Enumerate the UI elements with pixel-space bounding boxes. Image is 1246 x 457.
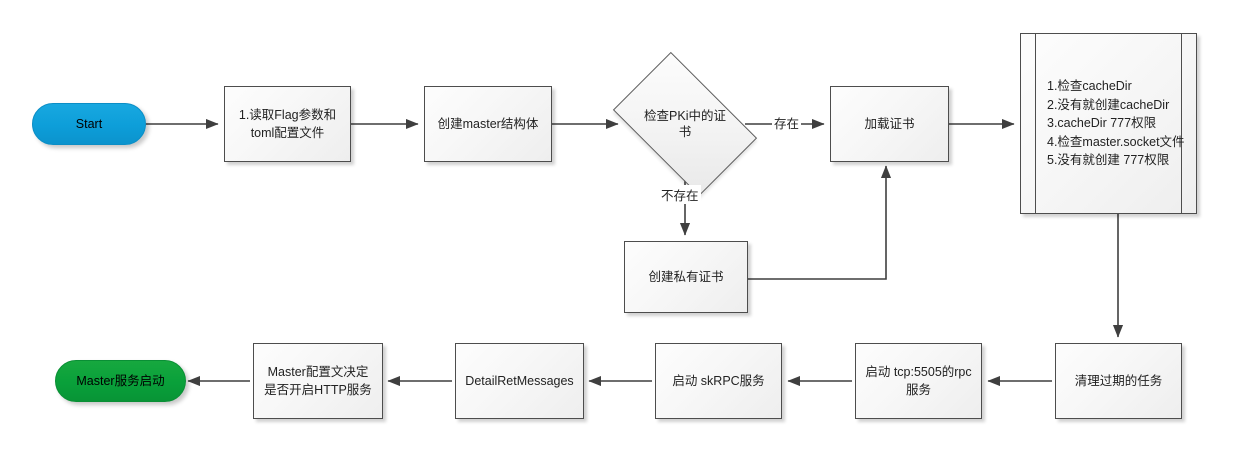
- edge-createcert-to-loadcert: [748, 165, 892, 280]
- node-check-pki-label: 检查PKi中的证 书: [644, 108, 726, 139]
- node-start-label: Start: [75, 116, 103, 131]
- node-create-private-cert[interactable]: 创建私有证书: [624, 241, 748, 313]
- node-master-http-label: Master配置文决定 是否开启HTTP服务: [264, 364, 372, 397]
- node-create-master[interactable]: 创建master结构体: [424, 86, 552, 162]
- node-detail-ret-messages-label: DetailRetMessages: [465, 373, 574, 388]
- node-start[interactable]: Start: [32, 103, 146, 145]
- node-clean-expired-label: 清理过期的任务: [1074, 373, 1163, 388]
- node-start-rpc[interactable]: 启动 tcp:5505的rpc 服务: [855, 343, 982, 419]
- node-start-rpc-label: 启动 tcp:5505的rpc 服务: [865, 364, 972, 397]
- node-master-started[interactable]: Master服务启动: [55, 360, 186, 402]
- node-load-cert[interactable]: 加载证书: [830, 86, 949, 162]
- node-master-http[interactable]: Master配置文决定 是否开启HTTP服务: [253, 343, 383, 419]
- node-start-skrpc-label: 启动 skRPC服务: [672, 373, 765, 388]
- edge-label-not-exists: 不存在: [659, 185, 701, 204]
- node-cachedir-steps-label: 1.检查cacheDir 2.没有就创建cacheDir 3.cacheDir …: [1047, 79, 1185, 168]
- node-load-cert-label: 加载证书: [864, 116, 915, 131]
- node-clean-expired[interactable]: 清理过期的任务: [1055, 343, 1182, 419]
- node-create-private-cert-label: 创建私有证书: [648, 269, 724, 284]
- node-read-flag-label: 1.读取Flag参数和 toml配置文件: [238, 107, 337, 140]
- node-start-skrpc[interactable]: 启动 skRPC服务: [655, 343, 782, 419]
- node-detail-ret-messages[interactable]: DetailRetMessages: [455, 343, 584, 419]
- edge-label-exists: 存在: [772, 113, 802, 132]
- node-read-flag[interactable]: 1.读取Flag参数和 toml配置文件: [224, 86, 351, 162]
- node-master-started-label: Master服务启动: [76, 373, 165, 388]
- node-create-master-label: 创建master结构体: [437, 116, 539, 131]
- node-cachedir-steps[interactable]: 1.检查cacheDir 2.没有就创建cacheDir 3.cacheDir …: [1020, 33, 1197, 214]
- node-check-pki[interactable]: 检查PKi中的证 书: [612, 51, 758, 197]
